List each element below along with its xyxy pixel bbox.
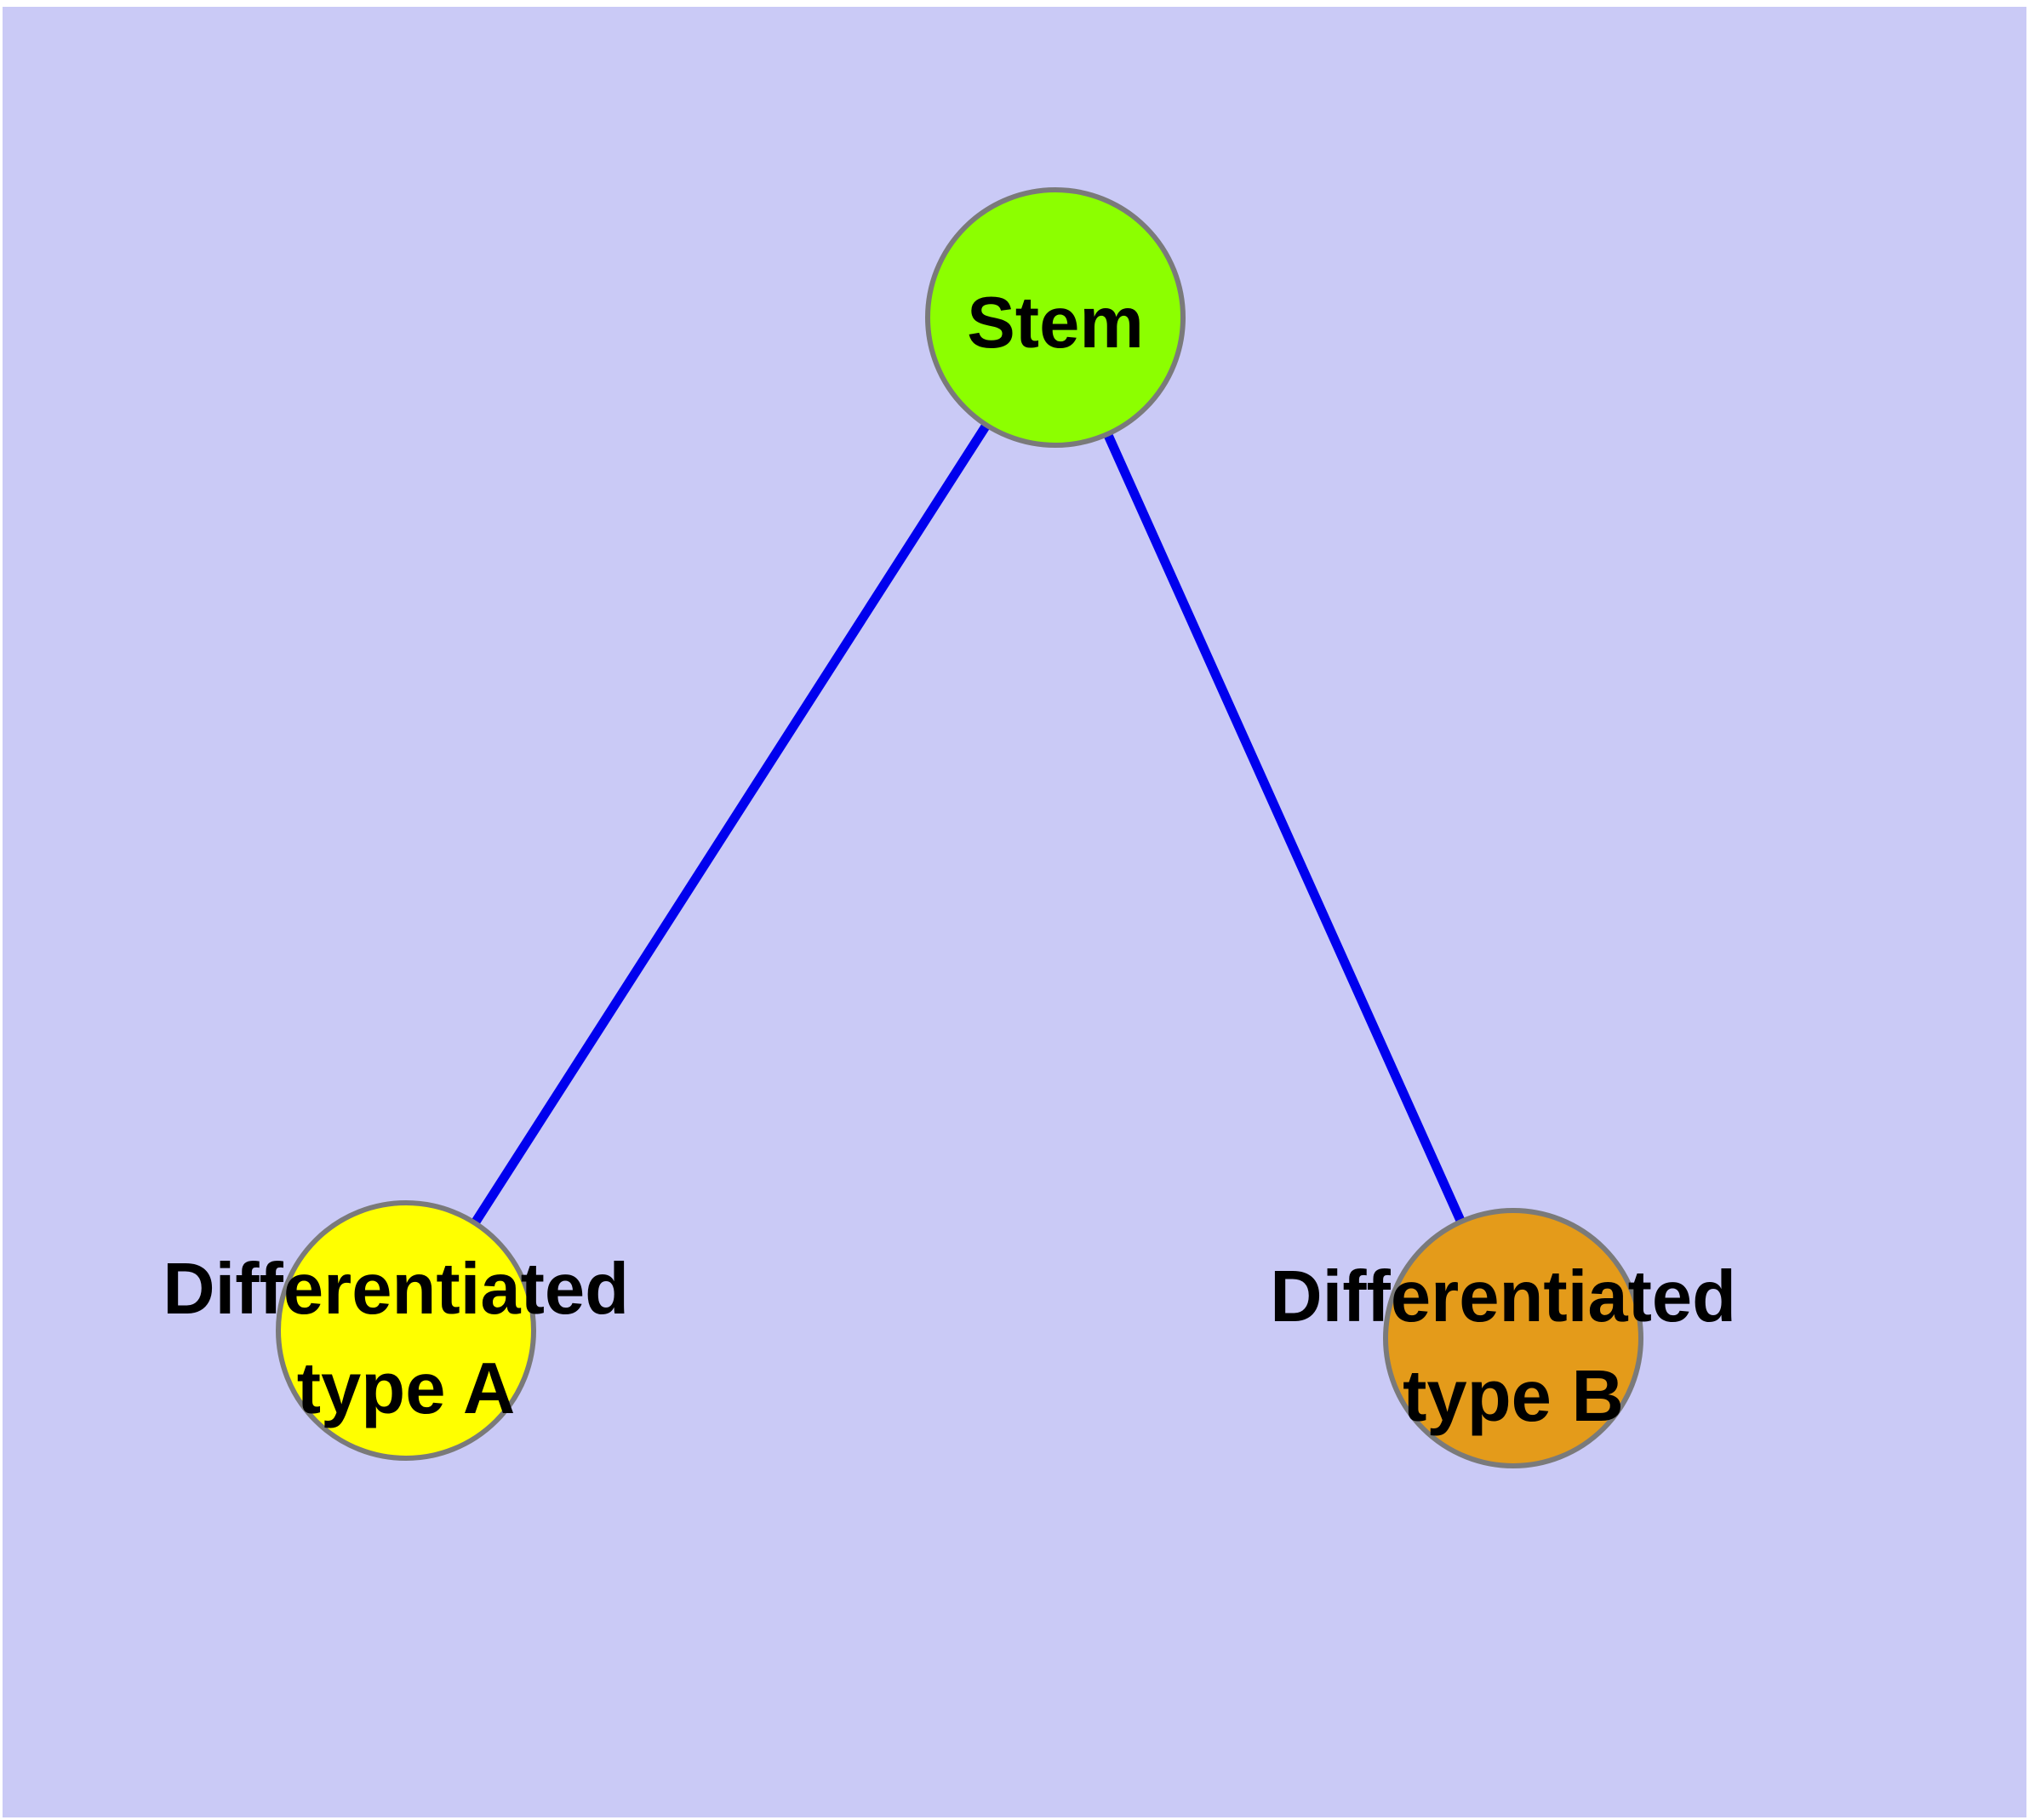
type-a-label-line1: Differentiated (163, 1249, 629, 1330)
type-b-label-line2: type B (1403, 1356, 1624, 1437)
stem-node (925, 187, 1186, 448)
edge-stem-to-type-b (1050, 312, 1518, 1343)
stem-node-label: Stem (967, 283, 1144, 363)
type-b-label-line1: Differentiated (1270, 1256, 1736, 1337)
differentiated-type-a-node-label: Differentiated type A (163, 1249, 649, 1429)
differentiated-type-b-node-label: Differentiated type B (1270, 1256, 1756, 1437)
differentiated-type-b-node (1383, 1208, 1643, 1468)
edge-stem-to-type-a (401, 312, 1060, 1336)
type-a-label-line2: type A (297, 1348, 516, 1429)
differentiated-type-a-node (276, 1200, 536, 1461)
